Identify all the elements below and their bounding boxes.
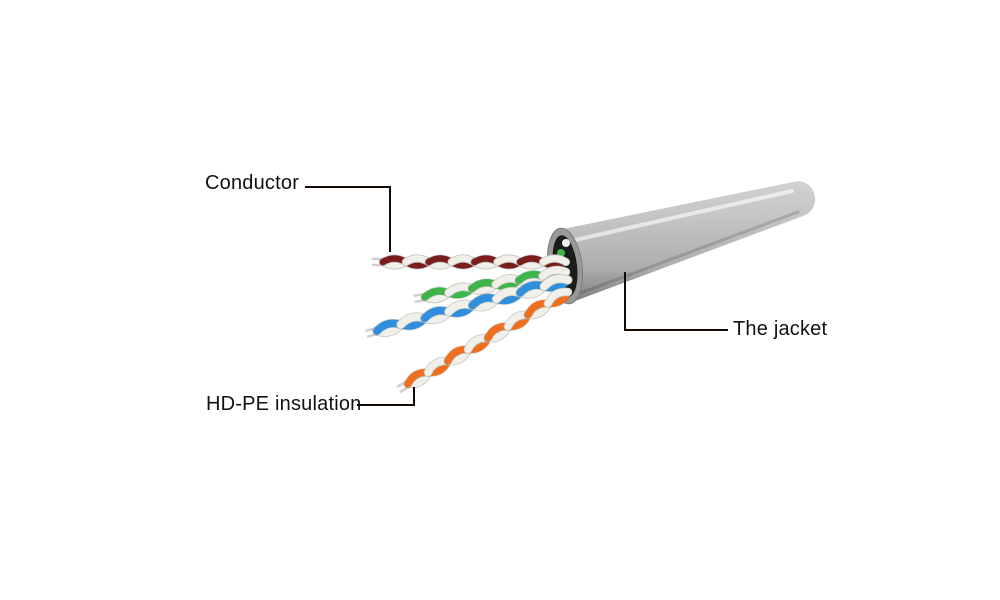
pair-blue [365, 274, 573, 338]
cross-section-white [562, 239, 570, 247]
pair-orange [396, 287, 573, 393]
jacket-shade [570, 210, 800, 298]
pair-maroon [371, 254, 571, 270]
jacket-body [556, 181, 816, 304]
pair-green [413, 265, 571, 304]
jacket-leader-line [624, 272, 728, 331]
label-hdpe-insulation: HD-PE insulation [206, 393, 362, 415]
jacket-highlight [573, 189, 794, 242]
conductor-leader-line [305, 186, 391, 252]
label-the-jacket: The jacket [733, 318, 828, 340]
twisted-pairs [365, 254, 573, 393]
insulation-leader-line [357, 387, 415, 406]
label-conductor: Conductor [205, 172, 300, 194]
